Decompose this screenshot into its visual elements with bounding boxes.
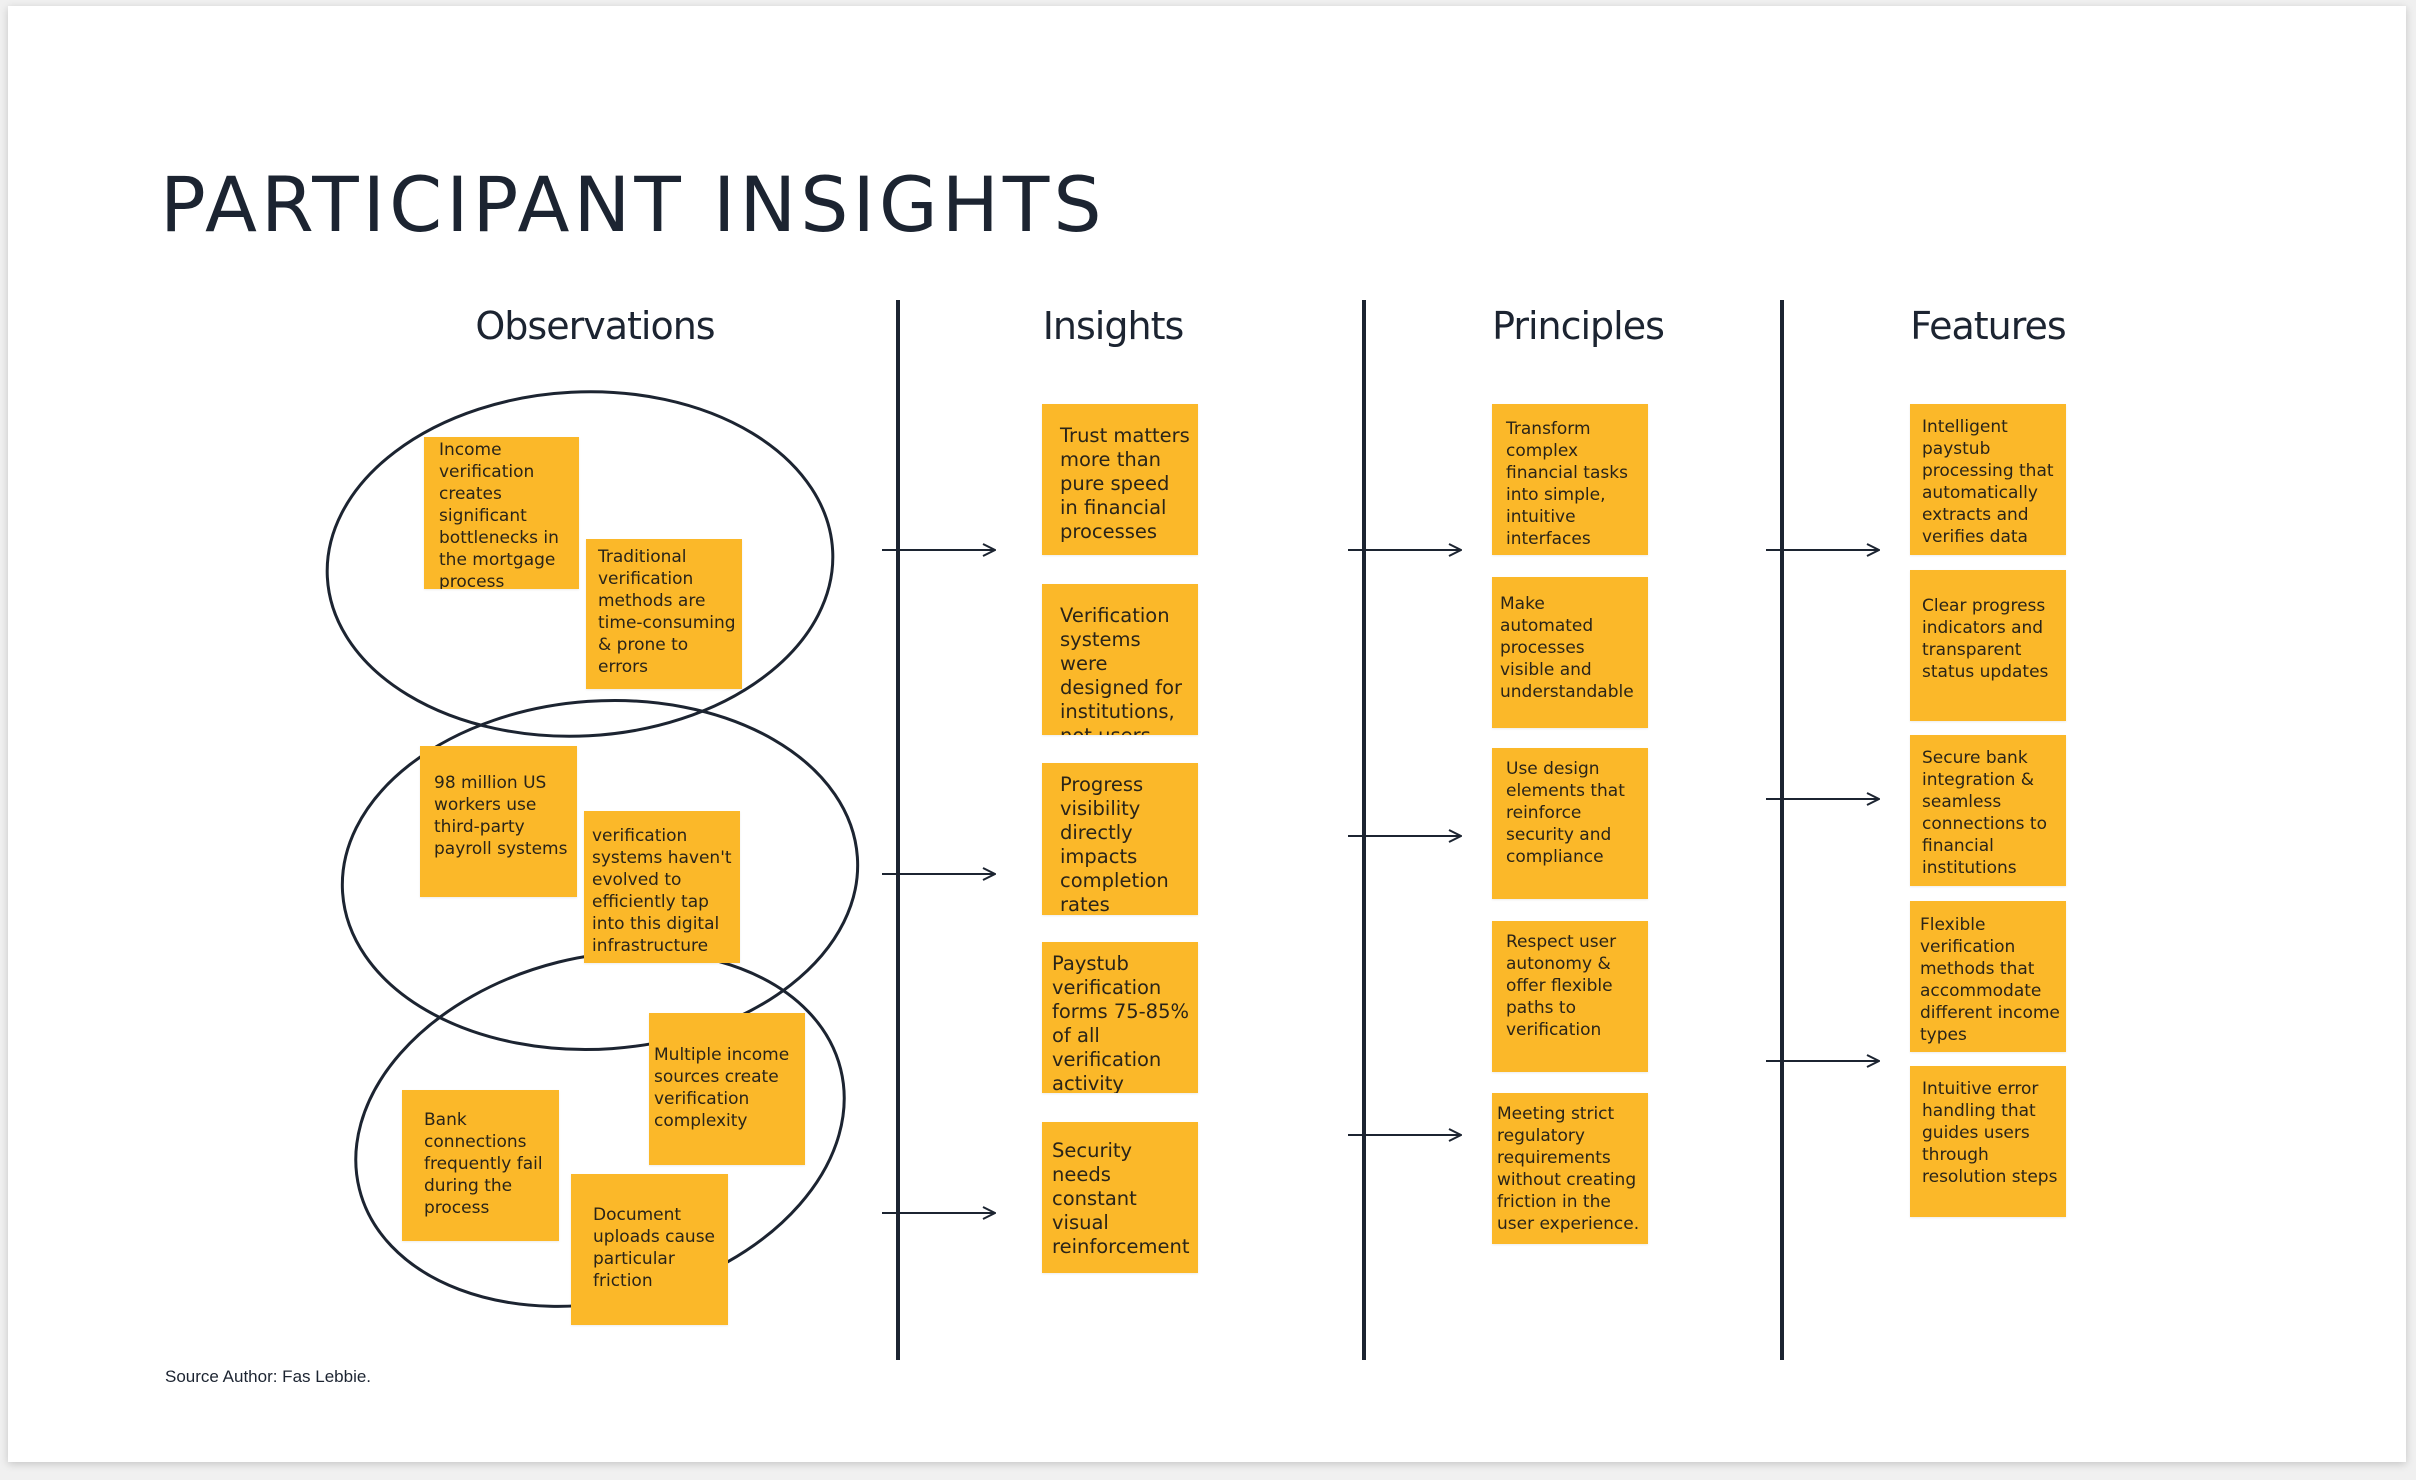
sticky-note-insight: Security needs constant visual reinforce… [1042,1122,1198,1273]
sticky-note-feature: Intuitive error handling that guides use… [1910,1066,2066,1217]
sticky-note-feature: Clear progress indicators and transparen… [1910,570,2066,721]
sticky-note-feature: Secure bank integration & seamless conne… [1910,735,2066,886]
sticky-note-feature: Flexible verification methods that accom… [1910,901,2066,1052]
sticky-note-observation: Multiple income sources create verificat… [649,1013,805,1165]
sticky-note-insight: Trust matters more than pure speed in fi… [1042,404,1198,555]
column-divider [1362,300,1366,1360]
sticky-note-observation: Traditional verification methods are tim… [586,539,742,689]
column-divider [1780,300,1784,1360]
sticky-note-principle: Make automated processes visible and und… [1492,577,1648,728]
source-credit: Source Author: Fas Lebbie. [165,1367,372,1386]
sticky-note-insight: Paystub verification forms 75-85% of all… [1042,942,1198,1093]
sticky-note-observation: Document uploads cause particular fricti… [571,1174,728,1325]
sticky-note-observation: Income verification creates significant … [424,437,579,589]
sticky-note-principle: Use design elements that reinforce secur… [1492,748,1648,899]
column-header-features: Features [1910,304,2066,348]
sticky-note-observation: verification systems haven't evolved to … [584,811,740,963]
page-title: PARTICIPANT INSIGHTS [160,160,1106,249]
sticky-note-observation: 98 million US workers use third-party pa… [420,746,577,897]
sticky-note-principle: Respect user autonomy & offer flexible p… [1492,921,1648,1072]
sticky-note-feature: Intelligent paystub processing that auto… [1910,404,2066,555]
observation-group-ring [325,390,835,738]
sticky-note-observation: Bank connections frequently fail during … [402,1090,559,1241]
column-header-observations: Observations [475,304,715,348]
column-header-insights: Insights [1042,304,1185,348]
sticky-note-principle: Transform complex financial tasks into s… [1492,404,1648,555]
observation-group-ring [340,698,860,1052]
sticky-note-insight: Verification systems were designed for i… [1042,584,1198,735]
sticky-note-principle: Meeting strict regulatory requirements w… [1492,1093,1648,1244]
sticky-note-insight: Progress visibility directly impacts com… [1042,763,1198,915]
column-header-principles: Principles [1492,304,1665,348]
column-divider [896,300,900,1360]
